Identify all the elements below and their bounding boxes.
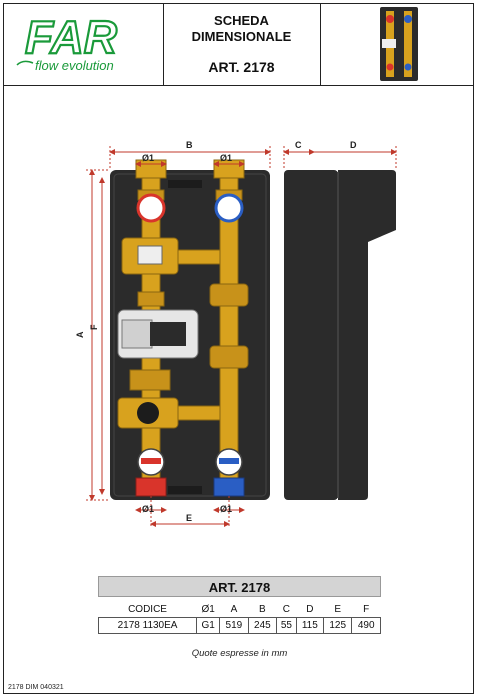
cell-d: 115 <box>295 617 324 634</box>
dim-label-conn-bottom-right: Ø1 <box>220 504 232 514</box>
cell-a: 519 <box>219 617 249 634</box>
return-thermometer-icon <box>214 193 244 223</box>
cell-e: 125 <box>322 617 353 634</box>
far-logo-icon: FAR flow evolution <box>16 10 118 73</box>
supply-line <box>117 159 199 497</box>
mixing-valve-knob-icon <box>137 402 159 424</box>
dim-label-b: B <box>186 140 193 150</box>
cell-diameter: G1 <box>196 617 221 634</box>
header-e: E <box>334 603 342 615</box>
dim-label-a: A <box>75 331 85 338</box>
branch-pipes <box>177 249 221 421</box>
dimension-drawing: B C D A F E Ø1 Ø1 Ø1 Ø1 <box>75 140 397 528</box>
header-diameter: Ø1 <box>201 603 215 615</box>
dim-label-f: F <box>89 324 99 330</box>
header-f: F <box>363 603 370 615</box>
cell-b: 245 <box>247 617 278 634</box>
dim-label-e: E <box>186 513 192 523</box>
dim-label-d: D <box>350 140 357 150</box>
header: FAR flow evolution SCHEDA DIMENSIONALE A… <box>3 3 474 86</box>
dimension-lines <box>86 146 397 528</box>
logo-text: FAR <box>25 11 117 63</box>
dim-label-conn-bottom-left: Ø1 <box>142 504 154 514</box>
sheet-frame <box>3 3 474 694</box>
header-c: C <box>282 603 290 615</box>
spec-table-title: ART. 2178 <box>98 576 381 597</box>
return-line <box>209 159 249 497</box>
dim-label-conn-top-right: Ø1 <box>220 153 232 163</box>
logo: FAR flow evolution <box>3 3 164 85</box>
document-code: 2178 DIM 040321 <box>8 684 64 691</box>
cell-f: 490 <box>351 617 381 634</box>
supply-thermometer-icon <box>136 193 166 223</box>
header-codice: CODICE <box>128 603 167 615</box>
logo-tagline: flow evolution <box>35 58 114 73</box>
product-thumbnail <box>320 3 474 85</box>
spec-table: CODICE Ø1 A B C D E F 2178 1130EA G1 519… <box>97 601 381 634</box>
title-line-1: SCHEDA <box>214 13 269 28</box>
product-thumbnail-image <box>380 7 418 81</box>
header-d: D <box>306 603 314 615</box>
cell-codice: 2178 1130EA <box>97 617 198 634</box>
title-block: SCHEDA DIMENSIONALE ART. 2178 <box>163 3 321 85</box>
header-b: B <box>259 603 266 615</box>
cell-c: 55 <box>276 617 297 634</box>
units-note: Quote espresse in mm <box>191 648 288 659</box>
dim-label-c: C <box>295 140 302 150</box>
table-row: 2178 1130EA G1 519 245 55 115 125 490 <box>97 617 381 634</box>
spec-table-header-row: CODICE Ø1 A B C D E F <box>99 601 381 618</box>
spec-table-block: ART. 2178 CODICE Ø1 A B C D E F 2178 113… <box>97 576 381 634</box>
title-line-2: DIMENSIONALE <box>191 29 292 44</box>
dim-label-conn-top-left: Ø1 <box>142 153 154 163</box>
article-number: ART. 2178 <box>208 59 275 75</box>
side-insulation-view <box>284 170 396 500</box>
header-a: A <box>230 603 238 615</box>
